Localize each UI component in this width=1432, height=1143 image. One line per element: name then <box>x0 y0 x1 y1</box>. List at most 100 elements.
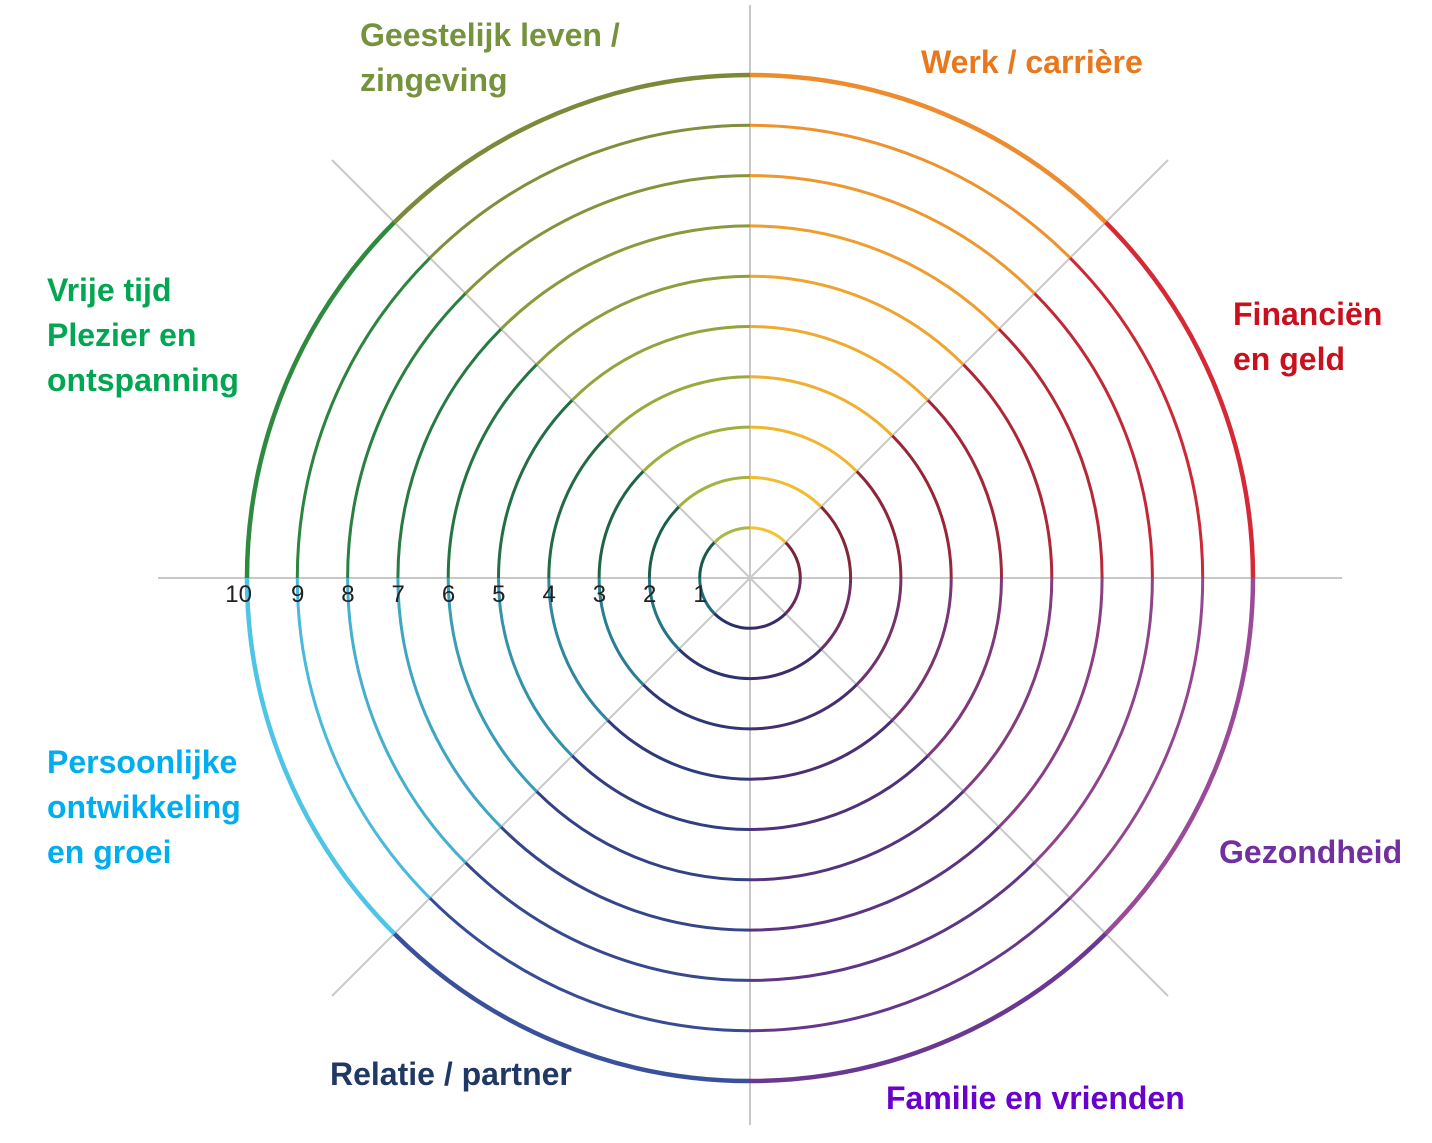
segment-label-familie: Familie en vrienden <box>886 1076 1185 1121</box>
ring-arc-persoonlijk-2 <box>647 577 680 651</box>
scale-number-7: 7 <box>392 581 405 608</box>
scale-number-5: 5 <box>492 581 505 608</box>
ring-arc-financien-3 <box>855 470 903 579</box>
ring-arc-vrijetijd-6 <box>446 363 538 579</box>
ring-arc-vrijetijd-1 <box>698 541 716 579</box>
ring-arc-gezondheid-6 <box>962 577 1054 793</box>
ring-arc-relatie-6 <box>535 790 751 882</box>
ring-arc-gezondheid-8 <box>1033 577 1154 864</box>
segment-label-geestelijk: Geestelijk leven / zingeving <box>360 13 620 103</box>
ring-arc-financien-4 <box>891 434 953 579</box>
ring-arc-financien-10 <box>1104 220 1256 579</box>
segment-label-line: en groei <box>47 834 172 870</box>
ring-arc-vrijetijd-10 <box>244 220 396 579</box>
ring-arc-relatie-8 <box>464 861 751 982</box>
ring-arc-relatie-2 <box>677 648 751 681</box>
ring-arc-relatie-3 <box>642 683 751 731</box>
ring-arc-werk-3 <box>749 425 858 473</box>
ring-arc-gezondheid-4 <box>891 577 953 722</box>
segment-label-line: ontwikkeling <box>47 789 241 825</box>
axis-diagonal-falling <box>331 159 1169 997</box>
ring-arc-persoonlijk-8 <box>346 577 467 864</box>
ring-arc-geestelijk-9 <box>428 123 751 259</box>
scale-number-10: 10 <box>225 581 252 608</box>
ring-arc-werk-6 <box>749 274 965 366</box>
ring-arc-geestelijk-10 <box>392 72 751 224</box>
ring-arc-vrijetijd-2 <box>647 505 680 579</box>
ring-arc-vrijetijd-5 <box>497 399 574 579</box>
segment-label-line: Relatie / partner <box>330 1056 572 1092</box>
ring-arc-werk-10 <box>749 72 1108 224</box>
ring-arc-werk-9 <box>749 123 1072 259</box>
ring-arc-familie-9 <box>749 897 1072 1033</box>
wheel-axes <box>158 5 1342 1125</box>
ring-arc-familie-2 <box>749 648 823 681</box>
ring-arc-vrijetijd-9 <box>295 256 431 579</box>
segment-label-line: Geestelijk leven / <box>360 17 620 53</box>
ring-arc-familie-4 <box>749 719 894 781</box>
ring-arc-werk-4 <box>749 375 894 437</box>
segment-label-line: Vrije tijd <box>47 272 172 308</box>
segment-label-line: Financiën <box>1233 296 1383 332</box>
segment-label-line: Plezier en <box>47 317 197 353</box>
ring-arc-vrijetijd-4 <box>547 434 609 579</box>
segment-label-relatie: Relatie / partner <box>330 1052 572 1097</box>
ring-arc-gezondheid-3 <box>855 577 903 686</box>
ring-arc-vrijetijd-8 <box>346 292 467 579</box>
ring-arc-familie-5 <box>749 754 929 831</box>
scale-number-9: 9 <box>291 581 304 608</box>
ring-arc-persoonlijk-4 <box>547 577 609 722</box>
ring-arc-vrijetijd-7 <box>396 327 503 579</box>
segment-label-line: Werk / carrière <box>921 44 1143 80</box>
ring-arc-geestelijk-2 <box>677 475 751 508</box>
ring-arc-geestelijk-5 <box>571 325 751 402</box>
segment-label-financien: Financiën en geld <box>1233 292 1382 382</box>
ring-arc-relatie-10 <box>392 932 751 1084</box>
scale-number-3: 3 <box>593 581 606 608</box>
scale-number-2: 2 <box>643 581 656 608</box>
ring-arc-familie-6 <box>749 790 965 882</box>
ring-arc-persoonlijk-5 <box>497 577 574 757</box>
ring-arc-financien-6 <box>962 363 1054 579</box>
ring-arc-familie-3 <box>749 683 858 731</box>
ring-arc-gezondheid-2 <box>820 577 853 651</box>
segment-label-werk: Werk / carrière <box>921 40 1143 85</box>
ring-arc-persoonlijk-7 <box>396 577 503 829</box>
ring-arc-familie-1 <box>749 612 787 630</box>
scale-number-6: 6 <box>442 581 455 608</box>
ring-arc-persoonlijk-9 <box>295 577 431 900</box>
ring-arc-werk-1 <box>749 526 787 544</box>
segment-label-line: zingeving <box>360 62 508 98</box>
ring-arc-persoonlijk-1 <box>698 577 716 615</box>
scale-number-1: 1 <box>693 581 706 608</box>
ring-arc-relatie-9 <box>428 897 751 1033</box>
segment-label-gezondheid: Gezondheid <box>1219 830 1402 875</box>
ring-arc-gezondheid-9 <box>1069 577 1205 900</box>
ring-arc-financien-7 <box>997 327 1104 579</box>
ring-arc-relatie-4 <box>606 719 751 781</box>
ring-arc-geestelijk-3 <box>642 425 751 473</box>
segment-label-line: en geld <box>1233 341 1346 377</box>
ring-arc-gezondheid-7 <box>997 577 1104 829</box>
ring-arc-financien-5 <box>926 399 1003 579</box>
ring-arc-familie-10 <box>749 932 1108 1084</box>
ring-arc-familie-8 <box>749 861 1036 982</box>
ring-arc-gezondheid-1 <box>784 577 802 615</box>
ring-arc-geestelijk-6 <box>535 274 751 366</box>
ring-arc-geestelijk-8 <box>464 174 751 295</box>
ring-arc-financien-1 <box>784 541 802 579</box>
ring-arc-persoonlijk-10 <box>244 577 396 936</box>
ring-arc-persoonlijk-6 <box>446 577 538 793</box>
segment-label-line: Familie en vrienden <box>886 1080 1185 1116</box>
ring-arc-relatie-5 <box>571 754 751 831</box>
ring-arc-financien-8 <box>1033 292 1154 579</box>
ring-arc-gezondheid-10 <box>1104 577 1256 936</box>
ring-arc-werk-5 <box>749 325 929 402</box>
ring-arc-vrijetijd-3 <box>597 470 645 579</box>
ring-arc-persoonlijk-3 <box>597 577 645 686</box>
ring-arc-geestelijk-7 <box>499 224 751 331</box>
ring-arc-gezondheid-5 <box>926 577 1003 757</box>
